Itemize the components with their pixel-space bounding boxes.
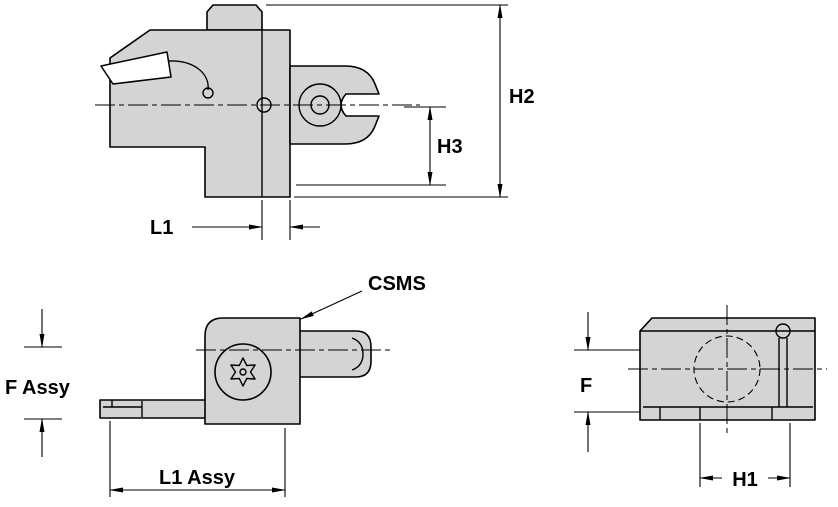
- callout-csms: CSMS: [300, 273, 426, 320]
- tool-body: [109, 29, 291, 198]
- cutting-insert: [100, 51, 172, 85]
- side-view: H2 H3 L1: [95, 4, 535, 240]
- blade: [99, 399, 209, 419]
- torx-screw-icon: [230, 357, 256, 387]
- dimension-h3: H3: [296, 106, 463, 186]
- dimension-l1: L1: [150, 200, 320, 240]
- screw-center-dot: [239, 368, 247, 376]
- clamp-tab-contour: [351, 337, 364, 371]
- dimension-l1-assy: L1 Assy: [109, 421, 286, 497]
- label-h2: H2: [509, 86, 535, 108]
- dimension-f: F: [574, 312, 640, 452]
- label-l1-assy: L1 Assy: [159, 467, 236, 489]
- label-f-assy: F Assy: [5, 377, 71, 399]
- top-boss: [206, 4, 263, 31]
- label-f: F: [580, 375, 592, 397]
- clamp-tab: [287, 330, 372, 378]
- dimension-h2: H2: [266, 4, 535, 198]
- clamp-slot-hole: [202, 87, 214, 99]
- pin-head: [775, 323, 791, 339]
- clamp-slot-curve: [168, 60, 209, 91]
- leader-line: [300, 290, 363, 320]
- dimension-h1: H1: [699, 423, 791, 491]
- label-h3: H3: [437, 136, 463, 158]
- label-csms: CSMS: [368, 273, 426, 295]
- front-assembly-view: CSMS F Assy L1 Assy: [5, 273, 426, 497]
- label-h1: H1: [732, 469, 758, 491]
- end-view: F H1: [574, 305, 827, 491]
- screw-head: [214, 343, 272, 401]
- dimension-f-assy: F Assy: [5, 309, 71, 457]
- label-l1: L1: [150, 217, 173, 239]
